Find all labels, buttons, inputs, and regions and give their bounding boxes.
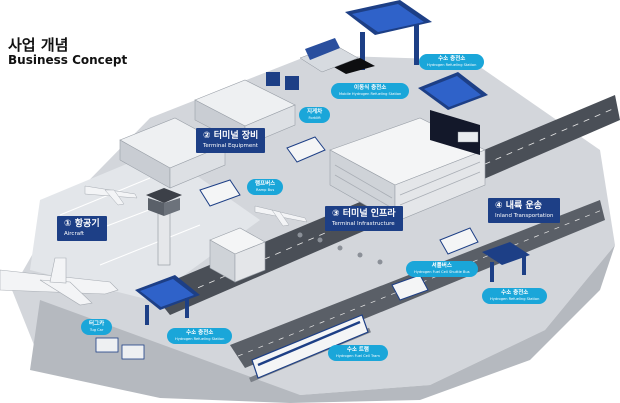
label-ramp-bus-en: Ramp Bus: [256, 188, 275, 192]
hydrogen-station-right: [482, 242, 530, 282]
label-station-bottom-en: Hydrogen Refueling Station: [175, 337, 225, 341]
ramp-bus: [286, 136, 326, 163]
airplane-large: [0, 257, 119, 306]
label-inland-transportation-ko: ④ 내륙 운송: [495, 201, 543, 211]
label-station-top-ko: 수소 충전소: [438, 56, 466, 62]
label-tug-car-en: Tug Car: [89, 328, 104, 332]
label-tug-car-ko: 터그카: [89, 321, 105, 327]
trees: [297, 232, 383, 265]
label-tram-en: Hydrogen Fuel Cell Tram: [336, 354, 380, 358]
label-station-bottom-ko: 수소 충전소: [186, 330, 214, 336]
forklift-pair: [266, 72, 299, 90]
label-station-right: 수소 충전소 Hydrogen Refueling Station: [482, 288, 548, 304]
label-station-right-ko: 수소 충전소: [501, 290, 529, 296]
airplane-small-2: [254, 205, 308, 227]
label-mobile-station-en: Mobile Hydrogen Refueling Station: [339, 92, 402, 96]
label-terminal-infrastructure: ③ 터미널 인프라 Terminal Infrastructure: [325, 206, 403, 231]
tug-cars: [95, 337, 145, 360]
hangar-1: [119, 117, 226, 189]
label-terminal-equipment-en: Terminal Equipment: [203, 143, 258, 149]
label-tram: 수소 트램 Hydrogen Fuel Cell Tram: [328, 345, 388, 361]
label-terminal-equipment-ko: ② 터미널 장비: [203, 131, 259, 141]
shuttle-bus-2: [391, 274, 429, 301]
label-forklift-ko: 지게차: [307, 109, 323, 115]
label-aircraft: ① 항공기 Aircraft: [57, 216, 107, 241]
label-ramp-bus: 램프버스 Ramp Bus: [247, 179, 284, 195]
page-title-ko: 사업 개념: [8, 36, 69, 54]
shuttle-bus-1: [439, 227, 479, 255]
hydrogen-tram: [251, 314, 369, 379]
label-shuttle-bus-en: Hydrogen Fuel Cell Shuttle Bus: [414, 270, 470, 274]
label-inland-transportation: ④ 내륙 운송 Inland Transportation: [488, 198, 561, 223]
label-mobile-station-ko: 이동식 충전소: [354, 85, 387, 91]
label-station-top-en: Hydrogen Refueling Station: [427, 63, 477, 67]
label-station-bottom: 수소 충전소 Hydrogen Refueling Station: [167, 328, 233, 344]
label-forklift: 지게차 Forklift: [299, 107, 331, 123]
label-station-top: 수소 충전소 Hydrogen Refueling Station: [419, 54, 485, 70]
office-block: [209, 227, 266, 283]
label-tram-ko: 수소 트램: [346, 347, 369, 353]
label-forklift-en: Forklift: [308, 116, 321, 120]
label-terminal-infrastructure-ko: ③ 터미널 인프라: [332, 209, 396, 219]
label-mobile-station: 이동식 충전소 Mobile Hydrogen Refueling Statio…: [331, 83, 410, 99]
mobile-station-truck: [299, 38, 359, 73]
control-tower: [146, 188, 182, 266]
hydrogen-station-bottom: [135, 275, 200, 325]
label-station-right-en: Hydrogen Refueling Station: [490, 297, 540, 301]
hydrogen-station-top: [332, 0, 432, 74]
airplane-small-1: [84, 185, 138, 206]
label-ramp-bus-ko: 램프버스: [255, 181, 276, 187]
label-shuttle-bus: 셔틀버스 Hydrogen Fuel Cell Shuttle Bus: [406, 261, 478, 277]
label-shuttle-bus-ko: 셔틀버스: [431, 263, 452, 269]
label-terminal-equipment: ② 터미널 장비 Terminal Equipment: [196, 128, 266, 153]
label-aircraft-en: Aircraft: [64, 231, 85, 237]
label-inland-transportation-en: Inland Transportation: [495, 213, 554, 219]
hydrogen-station-middle: [418, 72, 488, 155]
airside-bus: [199, 179, 241, 207]
label-terminal-infrastructure-en: Terminal Infrastructure: [332, 221, 395, 227]
label-aircraft-ko: ① 항공기: [64, 219, 100, 229]
label-tug-car: 터그카 Tug Car: [81, 319, 113, 335]
page-title-en: Business Concept: [8, 53, 128, 67]
lower-ground: [30, 245, 615, 403]
